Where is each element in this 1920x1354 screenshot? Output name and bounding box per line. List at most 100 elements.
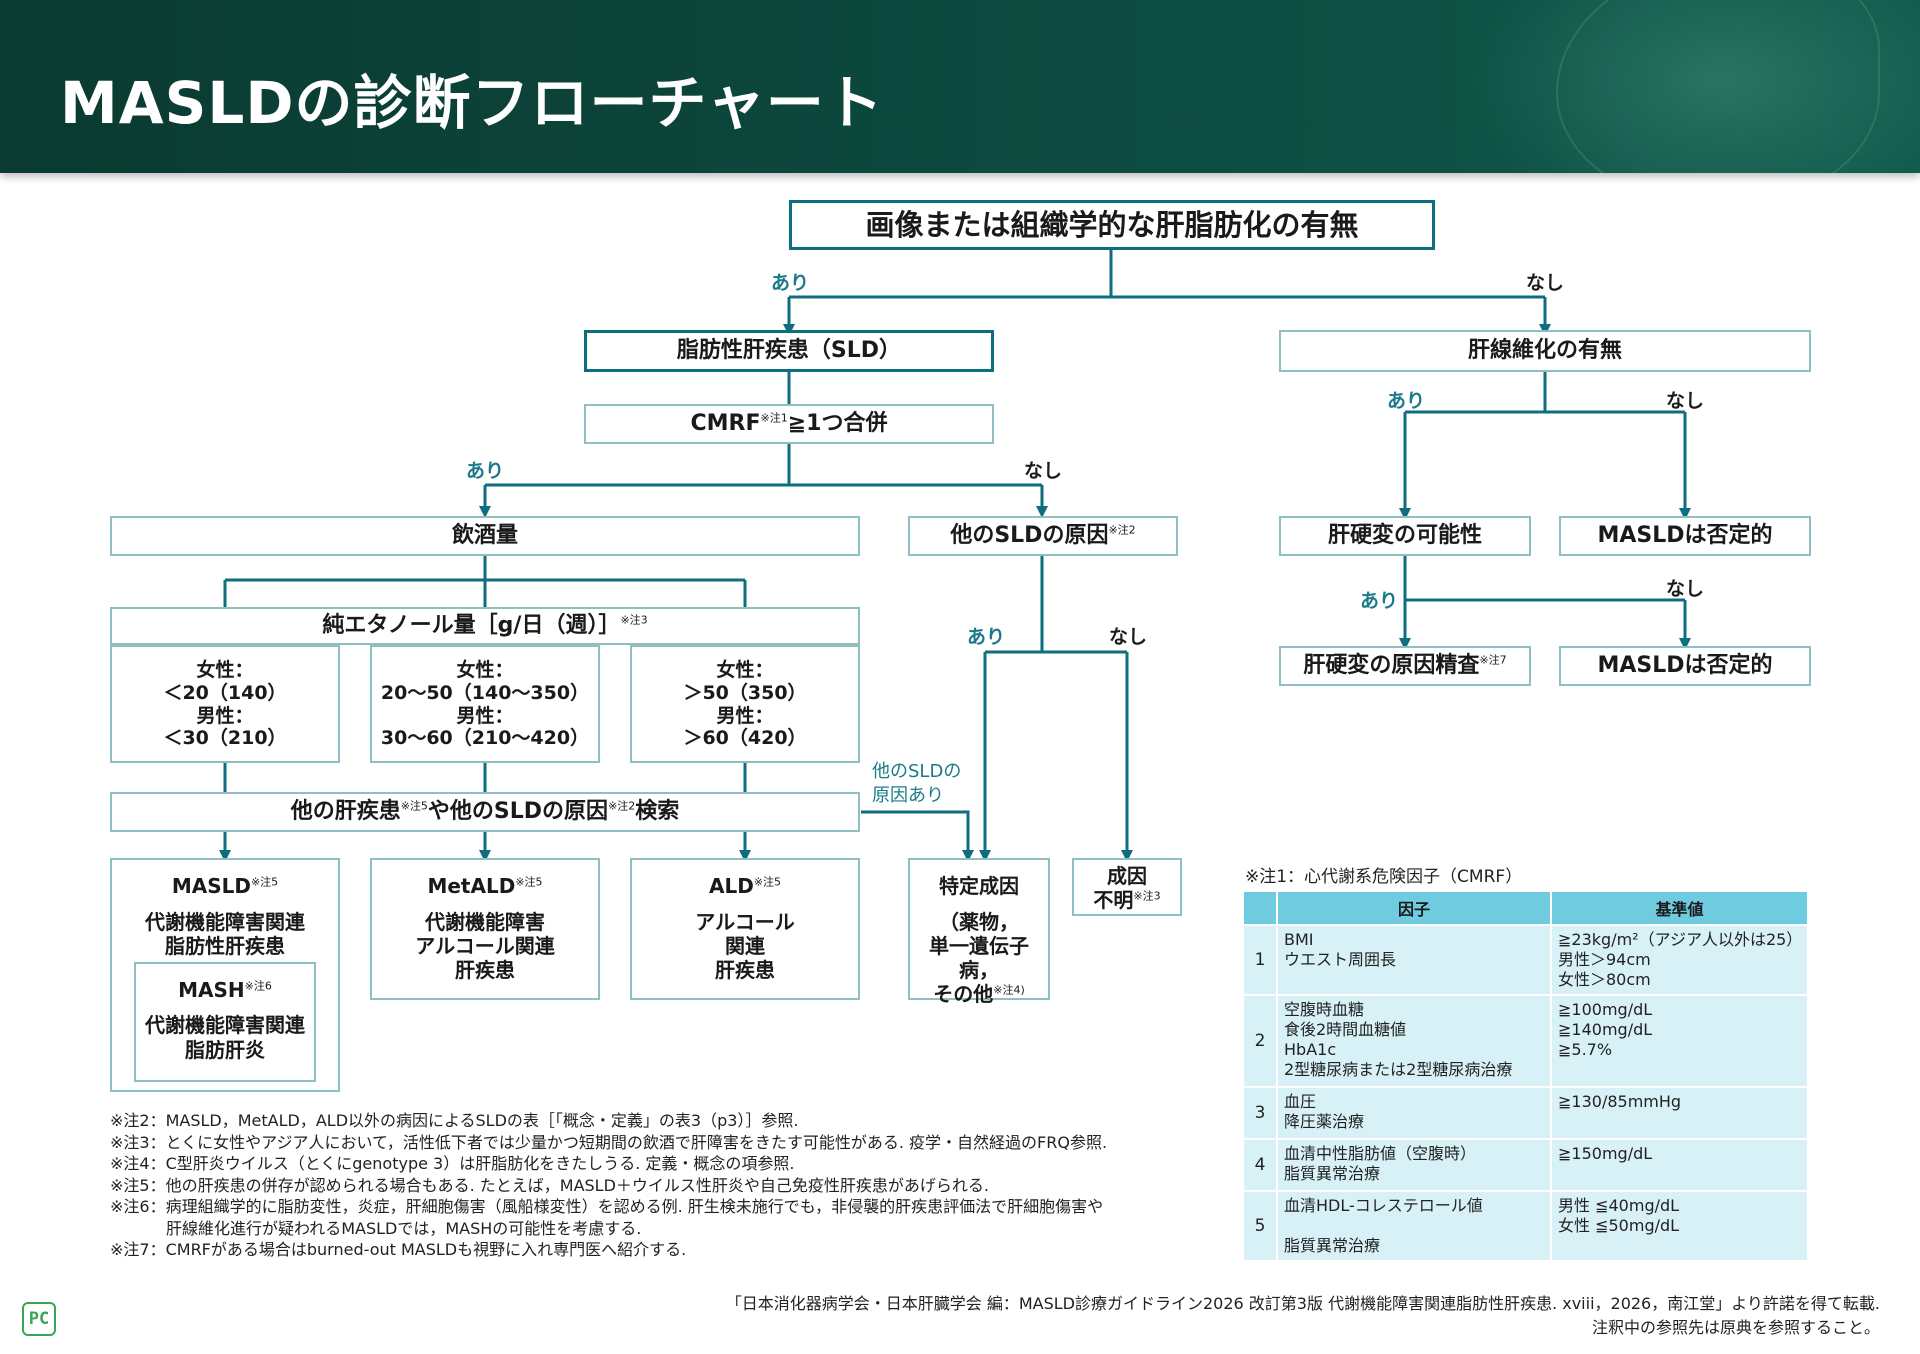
factor-text: ウエスト周囲長 — [1284, 950, 1397, 969]
metald-title: MetALD※注5 — [427, 874, 542, 898]
criteria-cell: ≧100mg/dL≧140mg/dL≧5.7% — [1550, 994, 1809, 1088]
label-yes-cirrhosis: あり — [1360, 590, 1399, 612]
specific-cause-title: 特定成因 — [939, 874, 1019, 898]
label-no-top: なし — [1526, 272, 1565, 294]
range-high-female: 女性： — [716, 659, 774, 681]
range-mid-male-value: 30～60（210～420） — [380, 727, 590, 750]
metald-box: MetALD※注5 代謝機能障害 アルコール関連 肝疾患 — [370, 858, 600, 1000]
label-yes-top: あり — [771, 272, 810, 294]
note-mark-3: ※注3 — [620, 613, 648, 627]
masld-negative-box-1: MASLDは否定的 — [1559, 516, 1811, 556]
note-mark-4: ※注4) — [993, 983, 1025, 997]
note-mark-1: ※注1 — [760, 411, 788, 425]
footnote-3: ※注3：とくに女性やアジア人において，活性低下者では少量かつ短期間の飲酒で肝障害… — [110, 1132, 1108, 1152]
range-mid-female: 女性： — [456, 659, 514, 681]
criteria-text: ≧23kg/m²（アジア人以外は25） — [1558, 930, 1803, 949]
search-text-b: や他のSLDの原因 — [427, 798, 609, 824]
range-mid-male: 男性： — [456, 704, 514, 727]
factor-text: 血圧 — [1284, 1092, 1317, 1111]
mash-box: MASH※注6 代謝機能障害関連 脂肪肝炎 — [134, 962, 316, 1082]
range-high-box: 女性： ＞50（350） 男性： ＞60（420） — [630, 645, 860, 763]
criteria-cell: ≧130/85mmHg — [1550, 1086, 1809, 1140]
other-sld-yes-line1: 他のSLDの — [872, 761, 962, 782]
page-title: MASLDの診断フローチャート — [60, 69, 884, 137]
criteria-text: ≧100mg/dL — [1558, 1000, 1653, 1019]
other-sld-cause-label: 他のSLDの原因※注2 — [950, 523, 1135, 549]
unknown-cause-box: 成因 不明※注3 — [1072, 858, 1182, 916]
row-number: 2 — [1242, 994, 1278, 1088]
range-high-male: 男性： — [716, 704, 774, 727]
label-yes-cmrf: あり — [466, 460, 505, 482]
criteria-text: ≧140mg/dL — [1558, 1020, 1653, 1039]
label-yes-fibrosis: あり — [1387, 390, 1426, 412]
range-low-male-value: ＜30（210） — [163, 727, 287, 750]
search-other-causes-box: 他の肝疾患※注5や他のSLDの原因※注2検索 — [110, 792, 860, 832]
source-line-2: 注釈中の参照先は原典を参照すること。 — [1591, 1318, 1880, 1337]
factor-cell: 血圧降圧薬治療 — [1276, 1086, 1552, 1140]
ethanol-amount-label: 純エタノール量［g/日（週）］※注3 — [322, 613, 647, 639]
range-low-female-value: ＜20（140） — [163, 681, 287, 704]
factor-spacer — [1284, 1216, 1544, 1236]
criteria-cell: ≧150mg/dL — [1550, 1138, 1809, 1192]
header-banner: MASLDの診断フローチャート — [0, 0, 1920, 173]
range-low-female: 女性： — [196, 659, 254, 681]
unknown-cause-line1: 成因 — [1107, 864, 1147, 888]
factor-text: BMI — [1284, 930, 1314, 949]
note-mark-7: ※注7 — [1479, 653, 1507, 667]
label-no-other-sld: なし — [1109, 626, 1148, 648]
note-mark-5d: ※注5 — [753, 875, 782, 889]
cirrhosis-possibility-label: 肝硬変の可能性 — [1327, 522, 1482, 548]
ald-desc-2: 関連 — [725, 934, 765, 958]
specific-cause-box: 特定成因 （薬物， 単一遺伝子病， その他※注4) — [908, 858, 1050, 1006]
source-line-1: 「日本消化器病学会・日本肝臓学会 編：MASLD診療ガイドライン2026 改訂第… — [725, 1294, 1880, 1313]
label-no-cmrf: なし — [1024, 460, 1063, 482]
unknown-cause-line2-text: 不明 — [1093, 888, 1134, 912]
factor-text: 2型糖尿病または2型糖尿病治療 — [1284, 1060, 1513, 1079]
criteria-text: 女性 ≦50mg/dL — [1558, 1216, 1680, 1235]
masld-desc-1: 代謝機能障害関連 — [145, 910, 305, 934]
cirrhosis-cause-box: 肝硬変の原因精査※注7 — [1279, 646, 1531, 686]
metald-desc-2: アルコール関連 — [415, 934, 555, 958]
table-row: 4 血清中性脂肪値（空腹時）脂質異常治療 ≧150mg/dL — [1242, 1138, 1809, 1192]
criteria-text: 男性＞94cm — [1558, 950, 1651, 969]
specific-cause-line1: （薬物， — [939, 910, 1019, 934]
ald-name: ALD — [708, 874, 754, 898]
note-mark-3b: ※注3 — [1133, 889, 1161, 903]
fibrosis-label: 肝線維化の有無 — [1467, 337, 1622, 363]
range-low-male: 男性： — [196, 704, 254, 727]
metald-desc-1: 代謝機能障害 — [425, 910, 545, 934]
sld-label: 脂肪性肝疾患（SLD） — [676, 337, 902, 363]
cirrhosis-cause-label: 肝硬変の原因精査※注7 — [1303, 653, 1506, 679]
criteria-text: ≧5.7% — [1558, 1040, 1613, 1059]
ald-desc-1: アルコール — [695, 910, 795, 934]
sld-box: 脂肪性肝疾患（SLD） — [584, 330, 994, 372]
note-mark-5: ※注5 — [400, 799, 428, 813]
note-mark-2: ※注2 — [1108, 523, 1136, 537]
fibrosis-box: 肝線維化の有無 — [1279, 330, 1811, 372]
cmrf-header-criteria: 基準値 — [1550, 890, 1809, 926]
cmrf-prefix: CMRF — [690, 410, 761, 436]
range-mid-female-value: 20～50（140～350） — [380, 681, 590, 704]
range-high-female-value: ＞50（350） — [683, 681, 807, 704]
cmrf-header-num — [1242, 890, 1278, 926]
specific-cause-line3-text: その他 — [933, 982, 994, 1006]
table-row: 3 血圧降圧薬治療 ≧130/85mmHg — [1242, 1086, 1809, 1140]
mash-desc-2: 脂肪肝炎 — [185, 1038, 265, 1062]
metald-desc-3: 肝疾患 — [455, 958, 515, 982]
factor-text: 脂質異常治療 — [1284, 1236, 1381, 1255]
masld-negative-label-2: MASLDは否定的 — [1597, 652, 1773, 678]
label-no-cirrhosis: なし — [1666, 578, 1705, 600]
cirrhosis-cause-text: 肝硬変の原因精査 — [1303, 652, 1480, 678]
label-yes-other-sld: あり — [967, 626, 1006, 648]
factor-text: 空腹時血糖 — [1284, 1000, 1365, 1019]
row-number: 1 — [1242, 924, 1278, 996]
other-sld-yes-label: 他のSLDの 原因あり — [872, 760, 961, 808]
search-other-causes-label: 他の肝疾患※注5や他のSLDの原因※注2検索 — [291, 799, 680, 825]
other-sld-yes-line2: 原因あり — [872, 785, 944, 806]
mash-name: MASH — [178, 978, 245, 1002]
range-high-male-value: ＞60（420） — [683, 727, 807, 750]
